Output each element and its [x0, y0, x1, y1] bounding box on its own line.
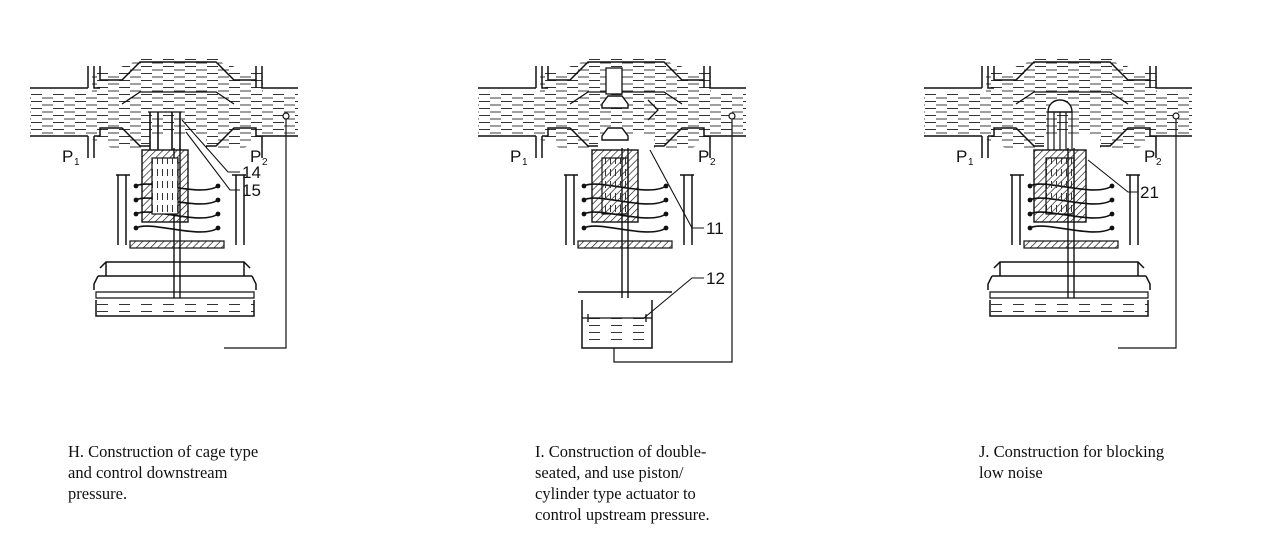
- p1-label: P: [62, 147, 73, 166]
- p1-subscript: 1: [522, 157, 528, 168]
- callout-14: 14: [242, 163, 261, 182]
- p1-subscript: 1: [74, 157, 80, 168]
- p1-label: P: [510, 147, 521, 166]
- callout-15: 15: [242, 181, 261, 200]
- callout-11: 11: [706, 219, 724, 238]
- caption-i: I. Construction of double- seated, and u…: [535, 442, 710, 524]
- diagram-h-cage-downstream: [29, 55, 299, 349]
- p2-label: P: [250, 147, 261, 166]
- p2-subscript: 2: [262, 157, 268, 168]
- p2-subscript: 2: [710, 157, 716, 168]
- callout-21: 21: [1140, 183, 1159, 202]
- p1-label: P: [956, 147, 967, 166]
- p2-subscript: 2: [1156, 157, 1162, 168]
- callout-12: 12: [706, 269, 725, 288]
- diagram-i-double-seated-piston: [477, 55, 747, 363]
- p1-subscript: 1: [968, 157, 974, 168]
- p2-label: P: [1144, 147, 1155, 166]
- caption-j: J. Construction for blocking low noise: [979, 442, 1165, 482]
- diagram-j-low-noise: [923, 55, 1193, 349]
- p2-label: P: [698, 147, 709, 166]
- caption-h: H. Construction of cage type and control…: [68, 442, 259, 503]
